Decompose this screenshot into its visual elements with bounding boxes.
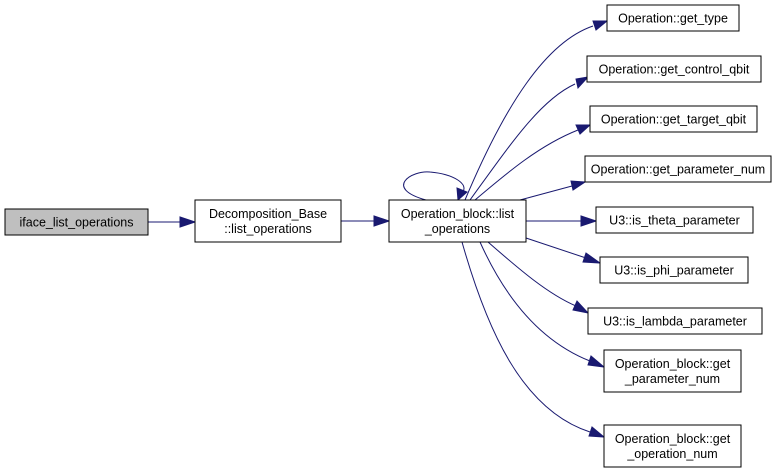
node-iface[interactable]: iface_list_operations xyxy=(4,208,149,236)
edge-line xyxy=(474,129,579,201)
edge-opblock-to-get_target xyxy=(474,124,592,201)
node-box xyxy=(589,105,758,133)
node-box xyxy=(4,208,149,236)
node-label: ::list_operations xyxy=(224,222,312,236)
arrowhead xyxy=(588,426,606,438)
arrowhead xyxy=(373,215,391,227)
edges xyxy=(148,20,609,438)
edge-opblock-to-ob_param xyxy=(479,241,606,368)
node-box xyxy=(194,199,342,243)
edge-line xyxy=(487,241,577,307)
arrowhead xyxy=(587,355,606,368)
node-label: Operation::get_target_qbit xyxy=(601,113,747,127)
edge-line xyxy=(461,241,591,433)
node-label: _operation_num xyxy=(626,447,717,461)
arrowhead xyxy=(179,216,197,228)
node-box xyxy=(584,155,772,183)
edge-opblock-to-get_type xyxy=(464,20,609,201)
node-box xyxy=(606,4,740,32)
node-opblock[interactable]: Operation_block::list_operations xyxy=(388,199,527,243)
edge-line xyxy=(403,171,465,201)
node-ob-param[interactable]: Operation_block::get_parameter_num xyxy=(603,349,742,393)
node-get-param[interactable]: Operation::get_parameter_num xyxy=(584,155,772,183)
arrowhead xyxy=(572,300,590,314)
node-get-type[interactable]: Operation::get_type xyxy=(606,4,740,32)
node-theta[interactable]: U3::is_theta_parameter xyxy=(595,206,754,234)
node-label: iface_list_operations xyxy=(20,216,134,230)
edge-opblock-to-lambda xyxy=(487,241,590,314)
edge-decomp-to-opblock xyxy=(341,215,391,227)
node-label: _operations xyxy=(424,222,490,236)
node-phi[interactable]: U3::is_phi_parameter xyxy=(599,256,749,284)
arrowhead xyxy=(456,187,468,202)
edge-iface-to-decomp xyxy=(148,216,197,228)
arrowhead xyxy=(575,76,590,90)
node-label: U3::is_theta_parameter xyxy=(609,214,740,228)
node-label: Operation::get_control_qbit xyxy=(599,63,750,77)
edge-opblock-to-opblock xyxy=(403,171,468,202)
arrowhead xyxy=(592,20,609,31)
nodes: iface_list_operations Decomposition_Base:… xyxy=(4,4,772,468)
node-label: Operation::get_parameter_num xyxy=(591,163,765,177)
arrowhead xyxy=(575,124,592,135)
node-box xyxy=(603,349,742,393)
node-box xyxy=(587,307,763,335)
edge-opblock-to-phi xyxy=(525,237,602,264)
node-box xyxy=(388,199,527,243)
edge-line xyxy=(469,83,576,201)
edge-line xyxy=(519,185,573,201)
node-box xyxy=(586,55,762,83)
edge-line xyxy=(479,241,591,362)
node-label: U3::is_lambda_parameter xyxy=(603,315,747,329)
node-box xyxy=(595,206,754,234)
node-label: U3::is_phi_parameter xyxy=(614,264,734,278)
node-label: Operation_block::get xyxy=(615,357,731,371)
node-get-target[interactable]: Operation::get_target_qbit xyxy=(589,105,758,133)
edge-line xyxy=(464,25,594,201)
edge-opblock-to-get_control xyxy=(469,76,590,201)
node-label: Operation_block::list xyxy=(401,207,515,221)
arrowhead xyxy=(582,252,602,264)
arrowhead xyxy=(580,215,598,227)
node-ob-opnum[interactable]: Operation_block::get_operation_num xyxy=(603,424,742,468)
arrowhead xyxy=(570,180,587,191)
node-lambda[interactable]: U3::is_lambda_parameter xyxy=(587,307,763,335)
edge-line xyxy=(525,237,587,259)
node-label: Operation::get_type xyxy=(618,12,728,26)
node-get-control[interactable]: Operation::get_control_qbit xyxy=(586,55,762,83)
node-label: Operation_block::get xyxy=(615,432,731,446)
node-label: _parameter_num xyxy=(624,372,720,386)
edge-opblock-to-get_param xyxy=(519,180,587,201)
edge-opblock-to-ob_opnum xyxy=(461,241,606,438)
node-box xyxy=(599,256,749,284)
node-label: Decomposition_Base xyxy=(209,207,327,221)
edge-opblock-to-theta xyxy=(526,215,598,227)
node-decomp[interactable]: Decomposition_Base::list_operations xyxy=(194,199,342,243)
node-box xyxy=(603,424,742,468)
